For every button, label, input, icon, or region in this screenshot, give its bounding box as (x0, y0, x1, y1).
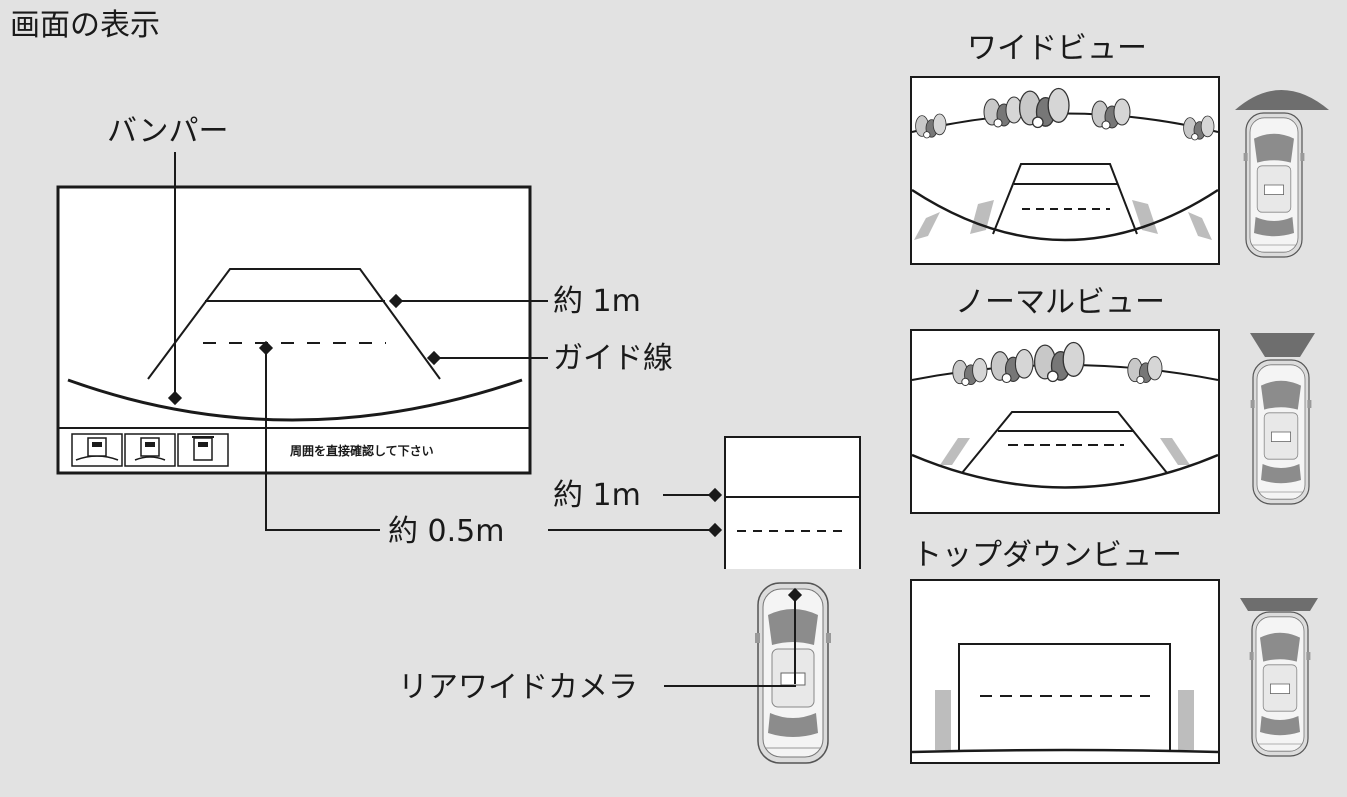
wide-view-title: ワイドビュー (967, 31, 1147, 66)
dist-05m-screen-marker (258, 340, 274, 356)
guide-line-outer (147, 268, 441, 380)
view-switch-buttons (71, 433, 229, 467)
wide-view-screen (910, 76, 1220, 265)
dist-1m-label: 約 1m (553, 284, 641, 319)
distance-inset (724, 436, 861, 569)
page-title: 画面の表示 (10, 8, 160, 43)
topdown-view-screen (910, 579, 1220, 764)
topdown-coverage-fan (1240, 598, 1318, 611)
normal-car-illustration (1249, 359, 1313, 505)
guide-line-marker (426, 350, 442, 366)
normal-coverage-fan (1250, 333, 1315, 357)
wide-car-illustration (1242, 112, 1306, 258)
camera-marker (787, 587, 803, 603)
dist-1m-inset-marker (707, 487, 723, 503)
dist-05m-screen-leader (265, 348, 380, 531)
normal-view-icon (134, 437, 166, 461)
normal-view-title: ノーマルビュー (955, 285, 1165, 320)
dist-05m-inset-marker (707, 522, 723, 538)
guide-line-label: ガイド線 (553, 341, 673, 376)
normal-view-screen (910, 329, 1220, 514)
status-message: 周囲を直接確認して下さい (290, 443, 434, 458)
main-display-screen: 周囲を直接確認して下さい (56, 185, 532, 475)
topdown-view-title: トップダウンビュー (912, 538, 1182, 573)
dist-1m-inset-label: 約 1m (553, 478, 641, 513)
topdown-car-illustration (1248, 611, 1312, 757)
rear-car-illustration (754, 582, 832, 764)
camera-label: リアワイドカメラ (398, 670, 638, 705)
wide-coverage-fan (1235, 90, 1329, 110)
bumper-label: バンパー (107, 114, 229, 149)
bumper-line (67, 378, 523, 422)
dist-1m-marker (388, 293, 404, 309)
top-down-view-icon (192, 436, 214, 461)
bumper-marker (167, 390, 183, 406)
wide-view-icon (75, 437, 119, 461)
dist-05m-label: 約 0.5m (388, 514, 504, 549)
